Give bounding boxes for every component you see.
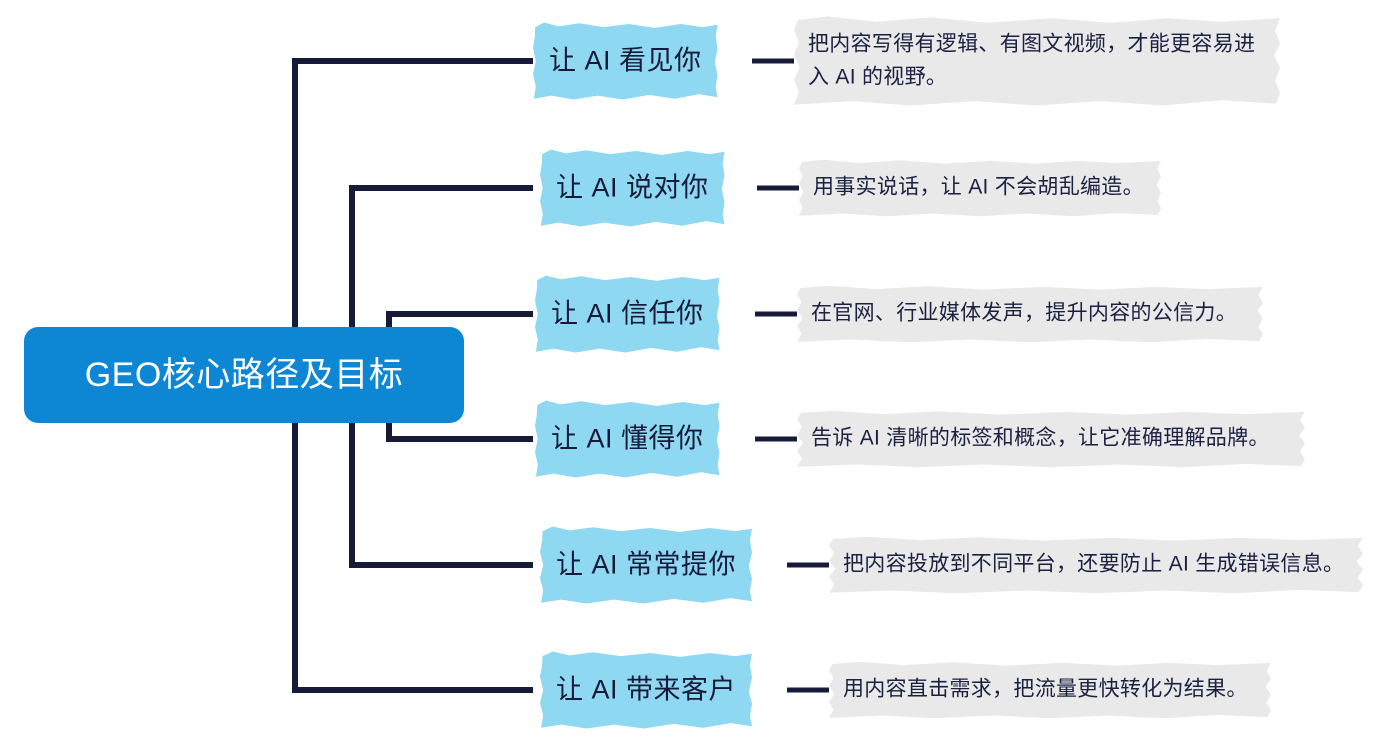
branch-label-4: 让 AI 懂得你: [551, 423, 704, 454]
branch-highlight-marker: [540, 526, 753, 604]
description-text-1: 把内容写得有逻辑、有图文视频，才能更容易进入 AI 的视野。: [808, 32, 1256, 88]
branch-node-6[interactable]: 让 AI 带来客户: [540, 651, 753, 729]
branch-dash-4: [755, 436, 797, 442]
description-highlight: [797, 410, 1305, 468]
branch-dash-5: [787, 562, 829, 568]
description-highlight: [829, 536, 1363, 594]
branch-dash-3: [755, 311, 797, 317]
branch-node-5[interactable]: 让 AI 常常提你: [540, 526, 753, 604]
description-box-5: 把内容投放到不同平台，还要防止 AI 生成错误信息。: [829, 536, 1363, 594]
root-node-label: GEO核心路径及目标: [84, 356, 404, 394]
description-text-3: 在官网、行业媒体发声，提升内容的公信力。: [811, 301, 1237, 325]
branch-node-2[interactable]: 让 AI 说对你: [540, 149, 725, 227]
branch-label-6: 让 AI 带来客户: [556, 674, 737, 705]
description-highlight: [829, 661, 1271, 719]
branch-node-4[interactable]: 让 AI 懂得你: [535, 400, 720, 478]
branch-node-3[interactable]: 让 AI 信任你: [535, 275, 720, 353]
description-text-6: 用内容直击需求，把流量更快转化为结果。: [843, 677, 1248, 701]
branch-dash-2: [757, 185, 799, 191]
description-box-1: 把内容写得有逻辑、有图文视频，才能更容易进入 AI 的视野。: [794, 16, 1280, 106]
description-box-3: 在官网、行业媒体发声，提升内容的公信力。: [797, 285, 1263, 343]
branch-dash-1: [752, 58, 794, 64]
description-highlight: [797, 285, 1263, 343]
branch-dash-6: [787, 687, 829, 693]
branch-highlight-marker: [533, 22, 718, 100]
branch-label-1: 让 AI 看见你: [549, 45, 702, 76]
branch-highlight-marker: [535, 275, 720, 353]
description-text-4: 告诉 AI 清晰的标签和概念，让它准确理解品牌。: [811, 426, 1270, 450]
branch-highlight-marker: [540, 149, 725, 227]
branch-label-5: 让 AI 常常提你: [556, 549, 737, 580]
branch-node-1[interactable]: 让 AI 看见你: [533, 22, 718, 100]
root-node[interactable]: GEO核心路径及目标: [24, 327, 464, 423]
description-box-4: 告诉 AI 清晰的标签和概念，让它准确理解品牌。: [797, 410, 1305, 468]
description-box-6: 用内容直击需求，把流量更快转化为结果。: [829, 661, 1271, 719]
branch-label-2: 让 AI 说对你: [556, 172, 709, 203]
branch-label-3: 让 AI 信任你: [551, 298, 704, 329]
description-highlight: [794, 16, 1280, 106]
description-text-2: 用事实说话，让 AI 不会胡乱编造。: [813, 175, 1144, 199]
description-highlight: [799, 159, 1161, 217]
branch-highlight-marker: [540, 651, 753, 729]
description-box-2: 用事实说话，让 AI 不会胡乱编造。: [799, 159, 1161, 217]
branch-highlight-marker: [535, 400, 720, 478]
description-text-5: 把内容投放到不同平台，还要防止 AI 生成错误信息。: [843, 552, 1345, 576]
